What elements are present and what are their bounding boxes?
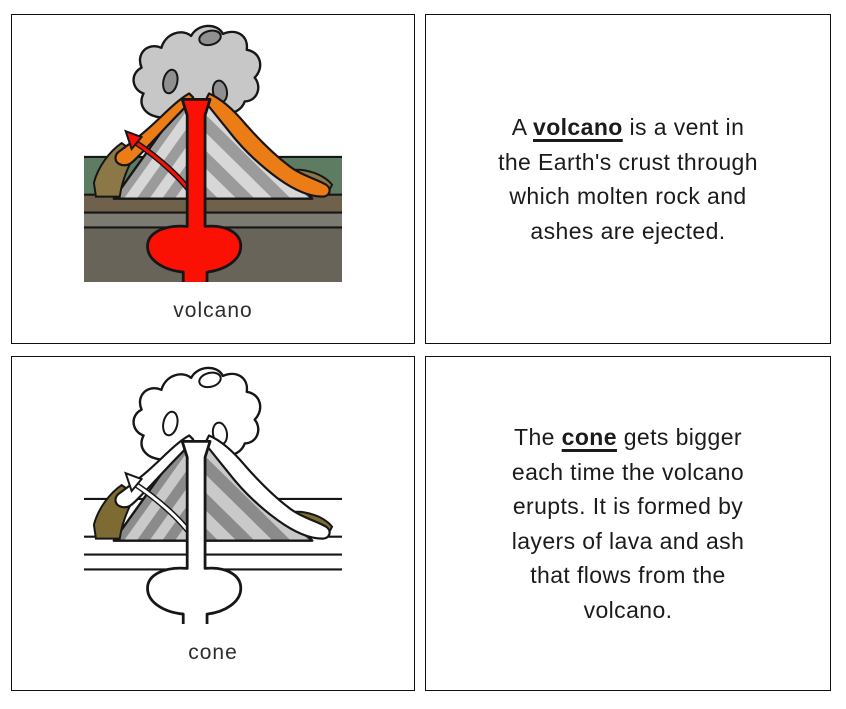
definition-text-cone: The cone gets bigger each time the volca… <box>426 420 830 627</box>
cone-diagram-outline <box>84 364 342 624</box>
definition-pre: A <box>511 114 533 140</box>
card-cone-image: cone <box>11 356 415 691</box>
definition-post: gets bigger each time the volcano erupts… <box>511 424 745 623</box>
definition-pre: The <box>514 424 562 450</box>
volcano-diagram-colored <box>84 22 342 282</box>
definition-term: cone <box>561 424 617 450</box>
image-caption-volcano: volcano <box>173 299 253 322</box>
card-cone-definition: The cone gets bigger each time the volca… <box>425 356 831 691</box>
image-caption-cone: cone <box>188 641 238 664</box>
definition-term: volcano <box>533 114 623 140</box>
definition-post: is a vent in the Earth's crust through w… <box>498 114 758 244</box>
card-volcano-image: volcano <box>11 14 415 344</box>
card-volcano-definition: A volcano is a vent in the Earth's crust… <box>425 14 831 344</box>
definition-text-volcano: A volcano is a vent in the Earth's crust… <box>426 110 830 248</box>
